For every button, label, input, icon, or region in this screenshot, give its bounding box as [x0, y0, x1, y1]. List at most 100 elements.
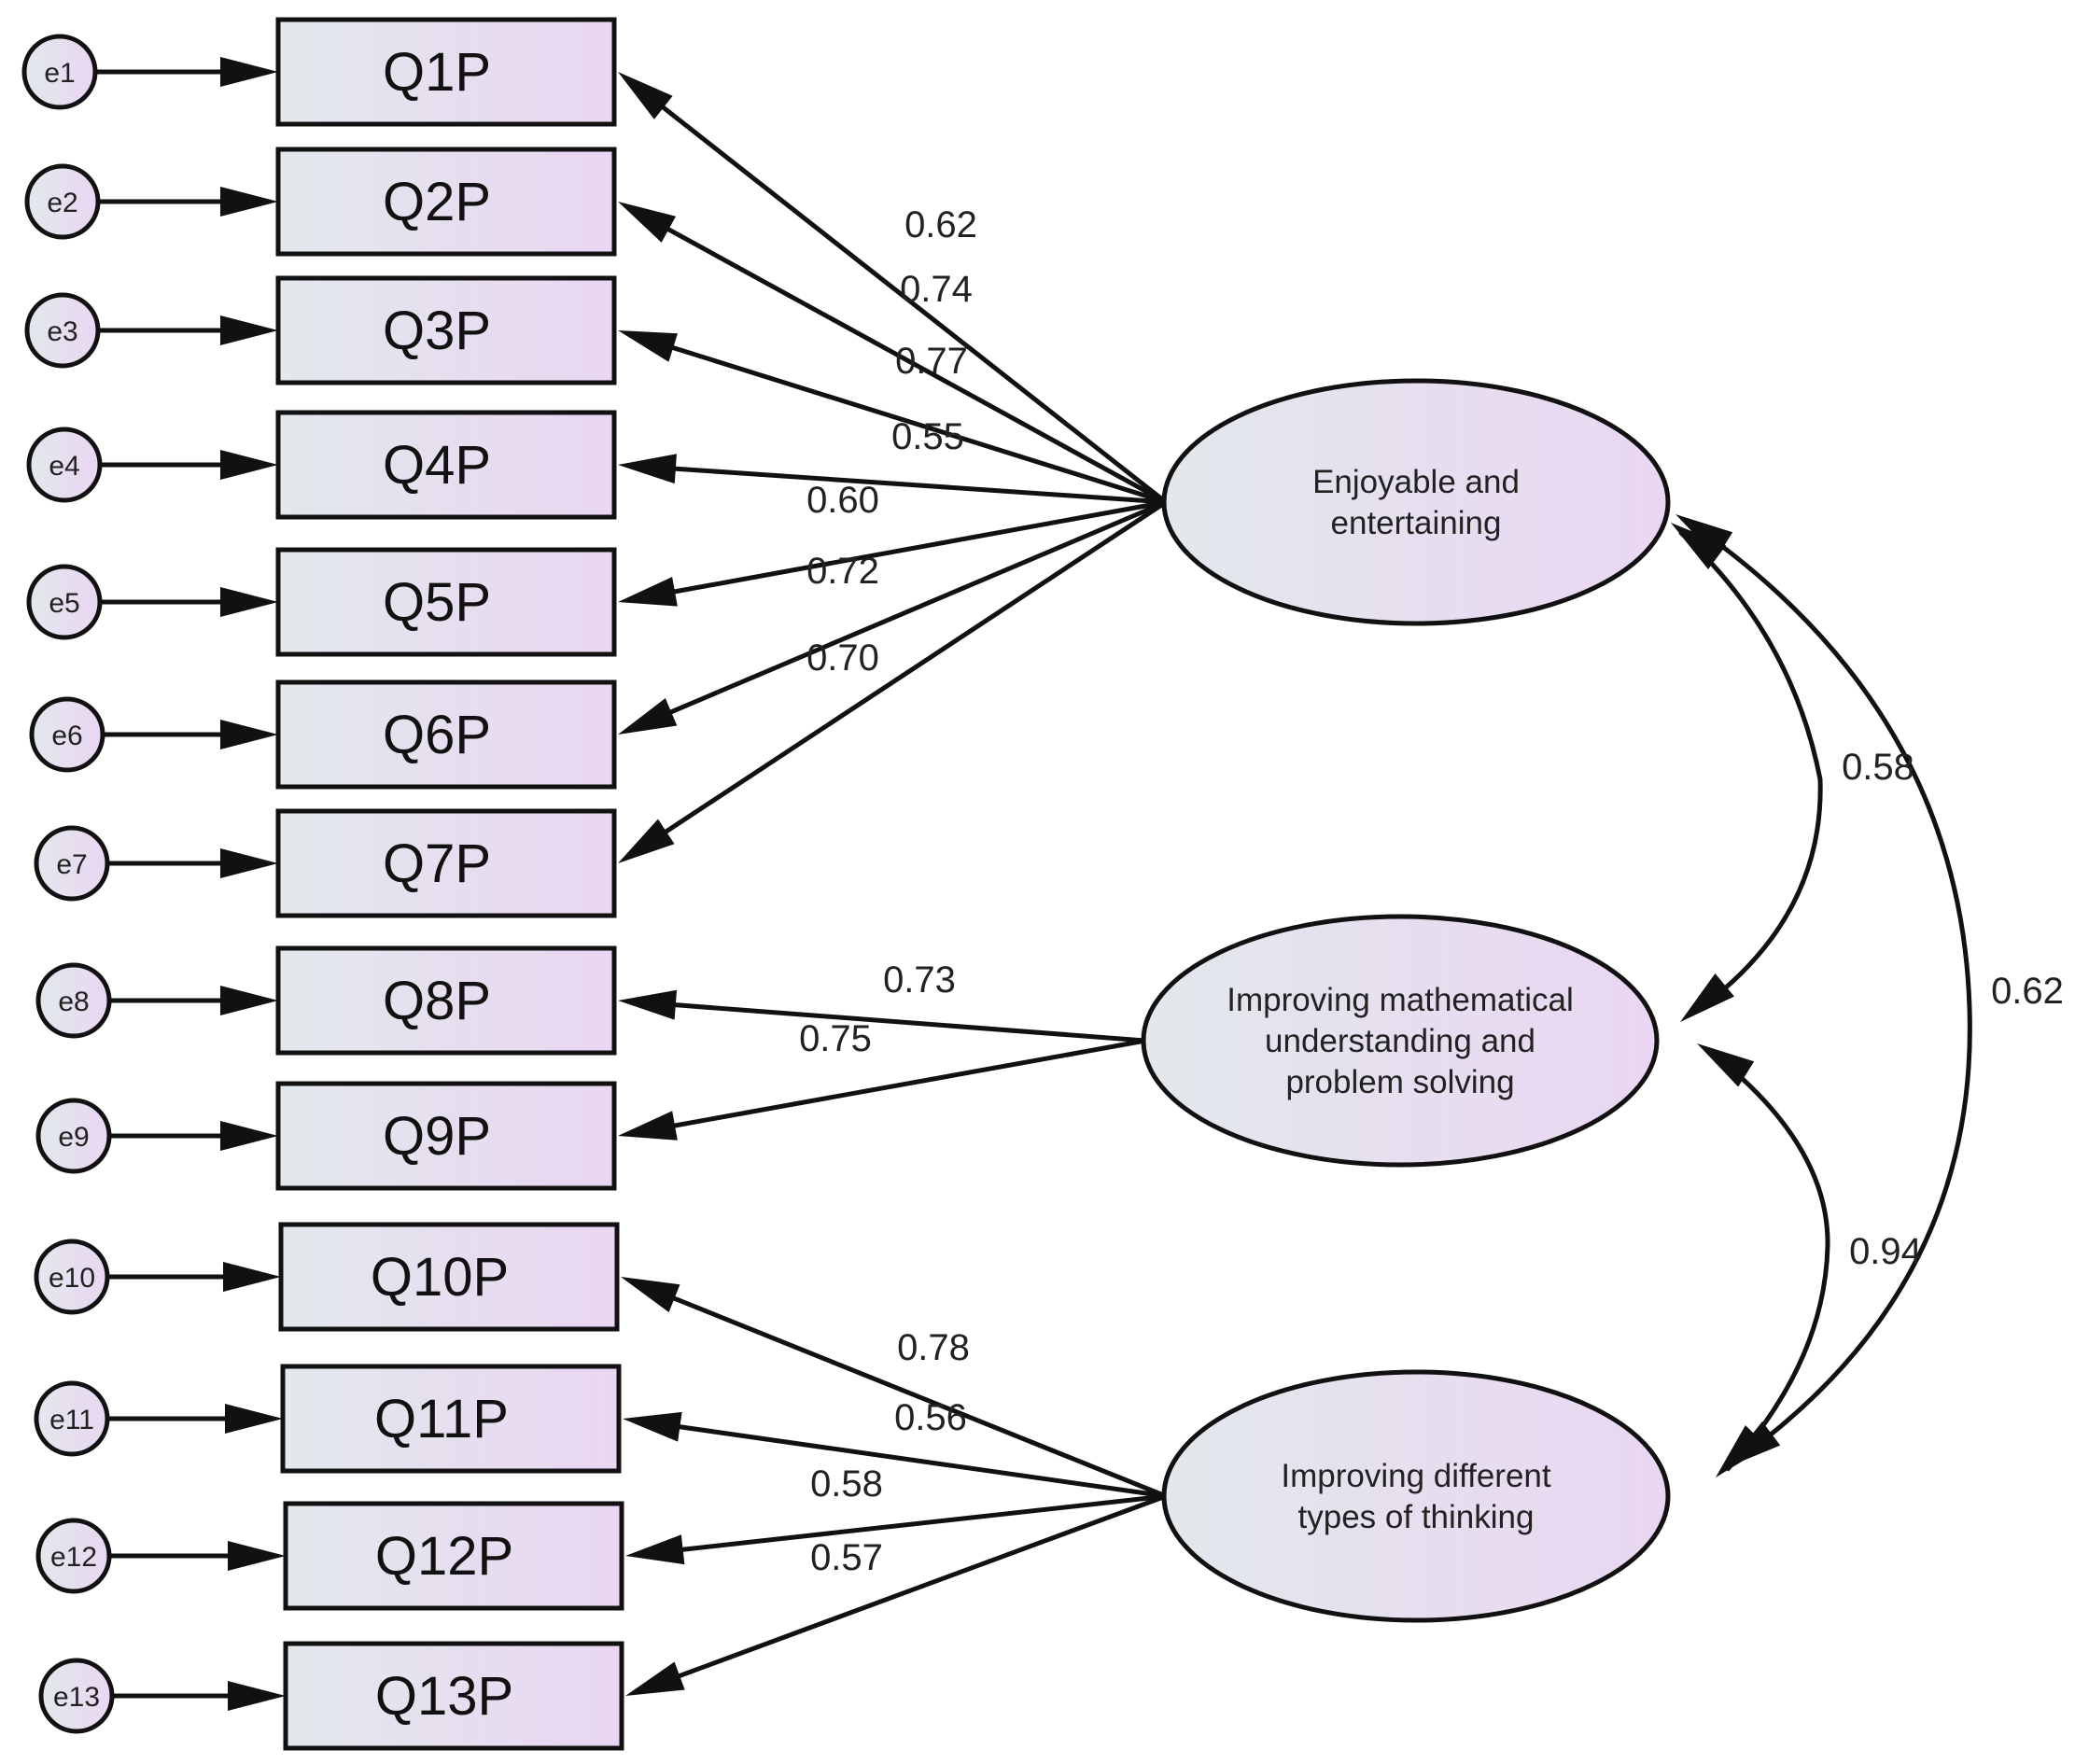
indicator-label: Q11P: [374, 1389, 509, 1449]
indicator-box-Q6P: [275, 679, 617, 790]
error-arrow-e6-head: [220, 720, 278, 749]
error-label: e11: [49, 1405, 94, 1435]
error-label: e12: [50, 1542, 97, 1573]
loading-arrow-Q9P-head: [618, 1111, 678, 1141]
loading-arrow-Q12P-head: [625, 1534, 685, 1565]
error-node-e10: [34, 1239, 110, 1315]
loading-value: 0.57: [810, 1537, 883, 1578]
loading-arrow-Q1P-head: [618, 72, 673, 119]
error-arrow-e10-head: [223, 1262, 281, 1292]
indicator-label: Q9P: [383, 1106, 491, 1167]
indicator-box-Q8P: [275, 945, 617, 1056]
loading-value: 0.78: [897, 1327, 970, 1368]
error-node-e13: [38, 1658, 115, 1734]
correlation-head: [1680, 973, 1734, 1022]
loading-arrow-Q4P-head: [618, 454, 677, 484]
labels-layer: 0.620.740.770.550.600.720.700.730.750.78…: [799, 204, 2064, 1578]
error-label: e4: [49, 451, 79, 482]
error-label: e3: [47, 316, 77, 347]
indicator-label: Q5P: [383, 572, 491, 633]
latent-node-2: [1141, 914, 1660, 1168]
indicator-label: Q12P: [375, 1526, 513, 1587]
paths-layer: [95, 57, 1972, 1711]
indicator-label: Q3P: [383, 301, 491, 361]
error-node-e4: [26, 427, 103, 503]
loading-value: 0.62: [904, 204, 977, 245]
loading-arrow-Q9P-line: [667, 1038, 1146, 1129]
error-label: e2: [47, 188, 77, 218]
indicator-box-Q11P: [280, 1364, 622, 1474]
latent-label-line: problem solving: [1285, 1064, 1514, 1100]
loading-value: 0.70: [806, 637, 879, 679]
error-label: e13: [53, 1682, 100, 1713]
correlation-head: [1675, 514, 1733, 558]
error-label: e9: [58, 1122, 89, 1153]
error-label: e8: [58, 987, 89, 1017]
error-label: e5: [49, 588, 79, 619]
latent-label-line: entertaining: [1331, 505, 1502, 541]
loading-arrow-Q8P-line: [668, 1001, 1146, 1043]
latent-label-line: Improving different: [1281, 1458, 1551, 1494]
loading-arrow-Q10P-line: [667, 1294, 1167, 1499]
loading-value: 0.58: [810, 1463, 883, 1505]
latent-node-1: [1161, 378, 1671, 626]
loading-arrow-Q8P-head: [618, 989, 678, 1020]
error-label: e1: [44, 58, 75, 89]
loading-arrow-Q3P-head: [618, 330, 678, 362]
error-arrow-e8-head: [220, 986, 278, 1015]
error-arrow-e2-head: [220, 187, 278, 217]
correlation-head: [1697, 1043, 1755, 1087]
error-node-e3: [24, 292, 101, 369]
error-node-e5: [26, 564, 103, 640]
indicator-label: Q10P: [371, 1247, 509, 1308]
loading-arrow-Q5P-line: [667, 499, 1167, 595]
indicator-label: Q2P: [383, 172, 491, 232]
loading-arrow-Q6P-head: [618, 698, 678, 735]
error-arrow-e1-head: [220, 57, 278, 87]
indicator-box-Q13P: [283, 1641, 624, 1751]
error-node-e1: [21, 34, 98, 110]
loading-arrow-Q7P-line: [659, 499, 1168, 837]
indicator-box-Q1P: [275, 17, 617, 127]
latent-label-line: Enjoyable and: [1312, 464, 1520, 500]
loading-value: 0.74: [900, 269, 973, 310]
error-arrow-e11-head: [225, 1404, 283, 1434]
loading-arrow-Q5P-head: [618, 577, 678, 607]
error-label: e7: [56, 849, 87, 880]
loading-value: 0.60: [806, 480, 879, 521]
indicator-box-Q2P: [275, 147, 617, 257]
error-arrow-e3-head: [220, 315, 278, 345]
loading-arrow-Q2P-line: [662, 224, 1168, 505]
loading-arrow-Q13P-head: [625, 1661, 685, 1696]
indicator-box-Q10P: [278, 1222, 620, 1332]
loading-value: 0.75: [799, 1018, 872, 1059]
latent-node-3: [1161, 1369, 1671, 1623]
error-label: e10: [49, 1263, 95, 1294]
loading-arrow-Q3P-line: [666, 343, 1167, 505]
latent-label-line: understanding and: [1265, 1023, 1535, 1059]
indicator-box-Q12P: [283, 1501, 624, 1611]
correlation-curve: [1678, 530, 1823, 1015]
indicator-label: Q7P: [383, 833, 491, 894]
indicator-box-Q4P: [275, 410, 617, 520]
latent-label-line: Improving mathematical: [1227, 982, 1574, 1018]
loading-arrow-Q11P-line: [673, 1423, 1167, 1499]
error-node-e7: [34, 825, 110, 902]
loading-arrow-Q4P-line: [668, 466, 1167, 505]
loading-arrow-Q11P-head: [623, 1411, 682, 1442]
correlation-curve: [1688, 520, 1972, 1463]
loading-value: 0.55: [891, 416, 964, 457]
loading-arrow-Q7P-head: [618, 819, 675, 863]
indicator-label: Q6P: [383, 705, 491, 765]
correlation-head: [1671, 523, 1727, 569]
error-node-e8: [35, 962, 112, 1039]
indicator-box-Q7P: [275, 808, 617, 918]
correlation-value: 0.62: [1991, 971, 2064, 1012]
error-label: e6: [51, 721, 82, 751]
indicator-box-Q9P: [275, 1081, 617, 1191]
indicator-box-Q5P: [275, 547, 617, 657]
loading-arrow-Q6P-line: [664, 499, 1167, 717]
error-arrow-e5-head: [220, 587, 278, 617]
error-node-e6: [29, 696, 105, 773]
